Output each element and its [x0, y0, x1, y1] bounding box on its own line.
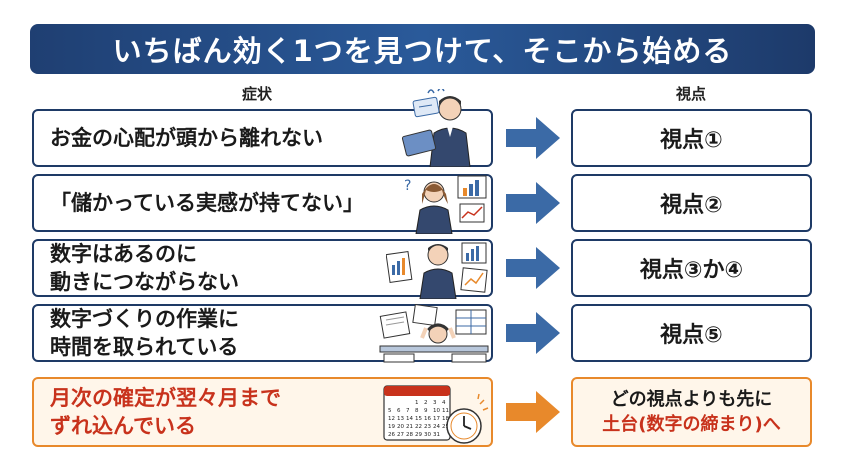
- arrow-right-icon: [506, 247, 560, 289]
- calendar-day: 10: [433, 408, 440, 414]
- arrow-right-icon: [506, 182, 560, 224]
- calendar-day: 9: [424, 408, 428, 414]
- symptom-text-2: 「儲かっている実感が持てない」: [50, 191, 364, 215]
- calendar-day: 8: [415, 408, 419, 414]
- calendar-day: 23: [424, 424, 431, 430]
- calendar-day: 19: [388, 424, 395, 430]
- calendar-day: 12: [388, 416, 395, 422]
- arrow-right-icon: [506, 391, 560, 433]
- symptom-box-2: 「儲かっている実感が持てない」 ?: [32, 174, 493, 234]
- calendar-day: 2: [424, 400, 428, 406]
- symptom-box-3: 数字はあるのに 動きにつながらない: [32, 239, 493, 299]
- calendar-day: 24: [433, 424, 440, 430]
- viewpoint-line-1: どの視点よりも先に: [610, 389, 773, 410]
- symptoms-header: 症状: [242, 85, 273, 103]
- calendar-day: 26: [388, 432, 395, 438]
- viewpoint-box-5: どの視点よりも先に 土台(数字の締まり)へ: [571, 377, 812, 447]
- viewpoint-box-2: 視点②: [571, 174, 812, 232]
- viewpoint-box-3: 視点③か④: [571, 239, 812, 297]
- calendar-day: 18: [442, 416, 449, 422]
- calendar-day: 4: [442, 400, 446, 406]
- symptom-box-4: 数字づくりの作業に 時間を取られている: [32, 304, 493, 363]
- calendar-day: 16: [424, 416, 431, 422]
- calendar-day: 30: [424, 432, 431, 438]
- calendar-day: 15: [415, 416, 422, 422]
- svg-text:?: ?: [404, 178, 411, 194]
- overwhelmed-man-illustration: [379, 304, 489, 363]
- calendar-day: 29: [415, 432, 422, 438]
- woman-with-charts-illustration: ?: [404, 175, 487, 234]
- man-with-laptop-illustration: [401, 89, 471, 167]
- calendar-day: 11: [442, 408, 449, 414]
- viewpoints-header: 視点: [676, 85, 707, 103]
- calendar-day: 27: [397, 432, 404, 438]
- symptom-text-5: 月次の確定が翌々月まで ずれ込んでいる: [50, 386, 281, 438]
- calendar-day: 14: [406, 416, 413, 422]
- calendar-day: 3: [433, 400, 437, 406]
- symptom-text-1: お金の心配が頭から離れない: [50, 126, 323, 150]
- calendar-day: 21: [406, 424, 413, 430]
- viewpoint-line-2: 土台(数字の締まり)へ: [602, 414, 781, 435]
- man-with-documents-illustration: [386, 242, 488, 299]
- symptom-box-1: お金の心配が頭から離れない: [32, 89, 493, 167]
- calendar-day: 5: [388, 408, 392, 414]
- title-bar: いちばん効く1つを見つけて、そこから始める: [30, 24, 815, 74]
- symptom-text-4: 数字づくりの作業に 時間を取られている: [50, 307, 239, 359]
- calendar-day: 20: [397, 424, 404, 430]
- calendar-day: 7: [406, 408, 410, 414]
- calendar-day: 1: [415, 400, 419, 406]
- calendar-day: 17: [433, 416, 440, 422]
- calendar-day: 22: [415, 424, 422, 430]
- symptom-text-3: 数字はあるのに 動きにつながらない: [50, 242, 239, 294]
- arrow-right-icon: [506, 312, 560, 354]
- calendar-day: 31: [433, 432, 440, 438]
- calendar-day: 6: [397, 408, 401, 414]
- calendar-day: 25: [442, 424, 449, 430]
- page-title: いちばん効く1つを見つけて、そこから始める: [112, 34, 733, 68]
- viewpoint-box-1: 視点①: [571, 109, 812, 167]
- viewpoint-box-4: 視点⑤: [571, 304, 812, 362]
- calendar-day: 13: [397, 416, 404, 422]
- arrow-right-icon: [506, 117, 560, 159]
- calendar-day: 28: [406, 432, 413, 438]
